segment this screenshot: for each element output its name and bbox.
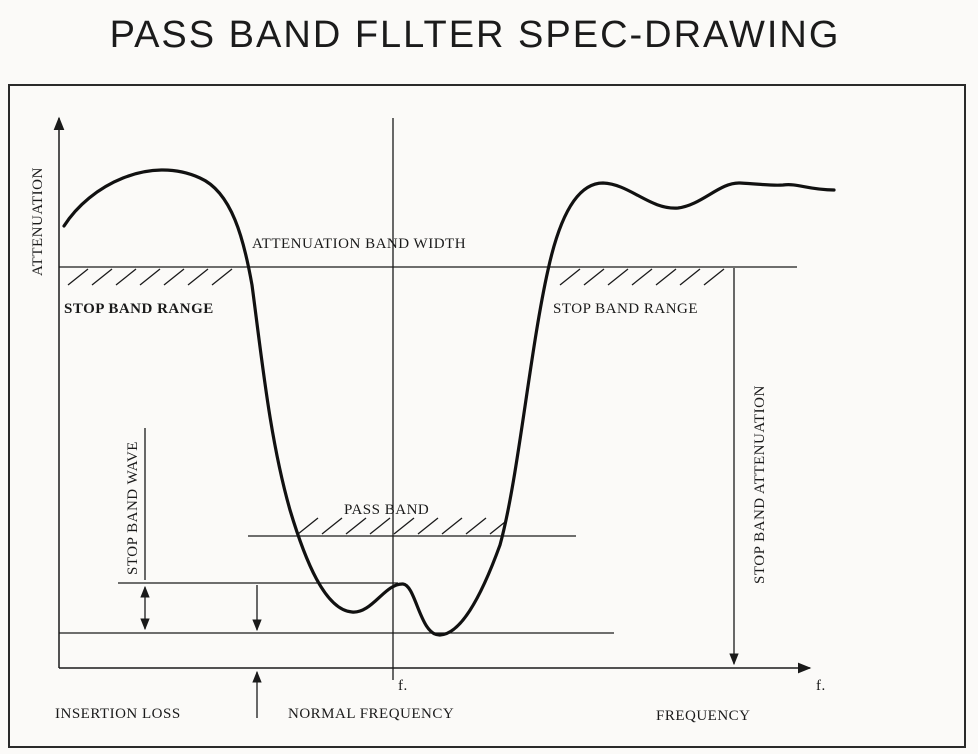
- pass-band-hatch: [297, 517, 506, 535]
- page-title: PASS BAND FLLTER SPEC-DRAWING: [109, 14, 841, 56]
- stop-band-hatch-left: [67, 268, 233, 286]
- frequency-marker: f.: [816, 678, 826, 694]
- normal-frequency-label: NORMAL FREQUENCY: [288, 706, 454, 722]
- stop-band-hatch-right: [559, 268, 725, 286]
- stop-band-range-left-label: STOP BAND RANGE: [64, 301, 214, 317]
- insertion-loss-label: INSERTION LOSS: [55, 706, 181, 722]
- attenuation-axis-label: ATTENUATION: [30, 167, 46, 276]
- stop-band-range-right-label: STOP BAND RANGE: [553, 301, 698, 317]
- stop-band-attenuation-label: STOP BAND ATTENUATION: [752, 385, 768, 584]
- attenuation-band-width-label: ATTENUATION BAND WIDTH: [252, 236, 466, 252]
- response-curve: [62, 168, 836, 637]
- center-frequency-marker: f.: [398, 678, 408, 694]
- frequency-axis-label: FREQUENCY: [656, 708, 751, 724]
- stop-band-wave-label: STOP BAND WAVE: [125, 441, 141, 575]
- pass-band-label: PASS BAND: [344, 502, 429, 518]
- diagram-frame: [8, 84, 966, 748]
